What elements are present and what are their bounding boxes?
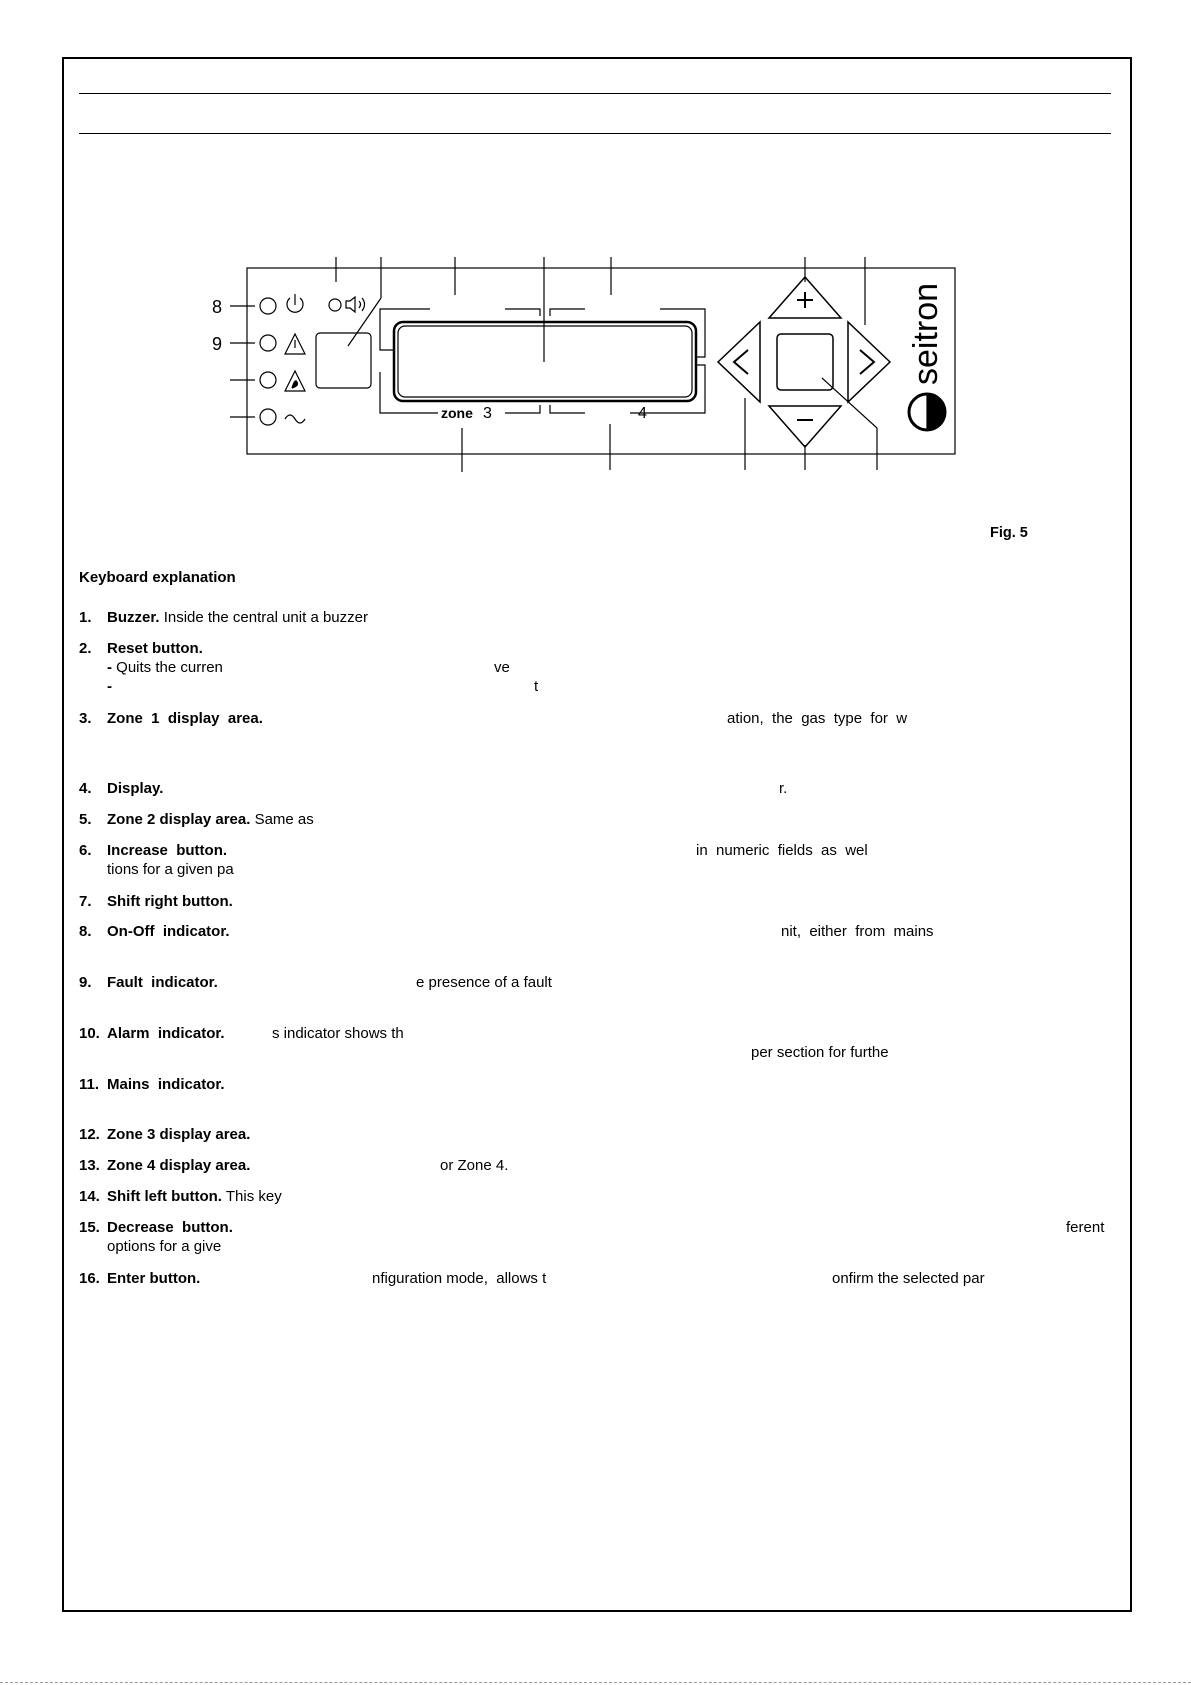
item-7-title: Shift right button. — [107, 893, 233, 910]
page-frame — [62, 57, 1132, 1612]
zone-3-label: 3 — [483, 405, 492, 422]
item-9-title: Fault indicator. — [107, 974, 218, 991]
item-8-title: On-Off indicator. — [107, 923, 230, 940]
alarm-led — [259, 371, 277, 389]
item-3-title: Zone 1 display area. — [107, 710, 263, 727]
header-rule-bottom — [79, 133, 1111, 134]
header-rule-top — [79, 93, 1111, 94]
item-13-title: Zone 4 display area. — [107, 1157, 251, 1174]
item-4-title: Display. — [107, 780, 164, 797]
figure-caption: Fig. 5 — [990, 525, 1028, 541]
buzzer-led — [328, 298, 342, 312]
item-6: 6. — [79, 842, 92, 859]
item-9-extra: e presence of a fault — [416, 974, 552, 991]
item-2-sub-1-extra: ve — [494, 659, 510, 676]
item-9: 9. — [79, 974, 92, 991]
increase-button-shape — [767, 275, 843, 319]
item-15-extra: ferent — [1066, 1219, 1105, 1236]
item-15-title: Decrease button. — [107, 1219, 233, 1236]
item-6-title: Increase button. — [107, 842, 228, 859]
enter-button-shape — [776, 333, 834, 391]
item-11: 11. — [79, 1076, 100, 1093]
on-off-led — [259, 297, 277, 315]
item-8-extra: nit, either from mains — [781, 923, 934, 940]
label-9: 9 — [212, 334, 222, 354]
page-edge-divider — [0, 1682, 1191, 1683]
item-11-title: Mains indicator. — [107, 1076, 225, 1093]
item-5: 5. — [79, 811, 92, 828]
item-2-title: Reset button. — [107, 640, 203, 657]
item-3: 3. — [79, 710, 92, 727]
item-16-title: Enter button. — [107, 1270, 201, 1287]
mains-led — [259, 408, 277, 426]
item-2-sub-2: - — [107, 678, 112, 695]
item-2: 2. — [79, 640, 92, 657]
fault-led — [259, 334, 277, 352]
item-13: 13. — [79, 1157, 100, 1174]
item-5-title: Zone 2 display area. Same as — [107, 811, 314, 828]
item-1-title: Buzzer. Inside the central unit a buzzer — [107, 609, 368, 626]
item-2-sub-1: - Quits the curren — [107, 659, 223, 676]
item-10-cont: per section for furthe — [751, 1044, 889, 1061]
item-6-cont: tions for a given pa — [107, 861, 234, 878]
zone-4-label: 4 — [638, 405, 647, 422]
section-title: Keyboard explanation — [79, 569, 236, 586]
item-4-extra: r. — [779, 780, 788, 797]
item-16: 16. — [79, 1270, 100, 1287]
brand-name: seitron — [907, 283, 945, 385]
item-14: 14. — [79, 1188, 100, 1205]
item-16-extra-2: onfirm the selected par — [832, 1270, 985, 1287]
item-15-cont: options for a give — [107, 1238, 222, 1255]
item-7: 7. — [79, 893, 92, 910]
keyboard-figure: 8 9 zone 3 4 seitron — [212, 257, 956, 472]
item-12-title: Zone 3 display area. — [107, 1126, 251, 1143]
leader-line — [347, 297, 382, 347]
zone-word: zone — [441, 405, 473, 421]
panel-outline — [246, 267, 956, 455]
speaker-icon — [345, 295, 356, 314]
item-10-title: Alarm indicator. — [107, 1025, 225, 1042]
item-15: 15. — [79, 1219, 100, 1236]
shift-left-button-shape — [716, 320, 761, 404]
reset-button-shape — [315, 332, 372, 389]
item-6-extra: in numeric fields as wel — [696, 842, 868, 859]
lcd-display — [392, 320, 698, 403]
alarm-icon — [284, 369, 306, 392]
item-10-extra: s indicator shows th — [272, 1025, 404, 1042]
item-10: 10. — [79, 1025, 100, 1042]
decrease-button-shape — [767, 405, 843, 449]
leader-line — [821, 377, 878, 470]
item-8: 8. — [79, 923, 92, 940]
shift-right-button-shape — [847, 320, 892, 404]
item-16-extra: nfiguration mode, allows t — [372, 1270, 547, 1287]
item-13-extra: or Zone 4. — [440, 1157, 509, 1174]
item-4: 4. — [79, 780, 92, 797]
label-8: 8 — [212, 297, 222, 317]
warning-icon — [284, 332, 306, 355]
power-icon — [286, 297, 304, 313]
item-2-sub-2-extra: t — [534, 678, 539, 695]
item-12: 12. — [79, 1126, 100, 1143]
item-1: 1. — [79, 609, 92, 626]
item-14-title: Shift left button. This key — [107, 1188, 282, 1205]
mains-icon — [284, 414, 306, 424]
item-3-extra: ation, the gas type for w — [727, 710, 908, 727]
